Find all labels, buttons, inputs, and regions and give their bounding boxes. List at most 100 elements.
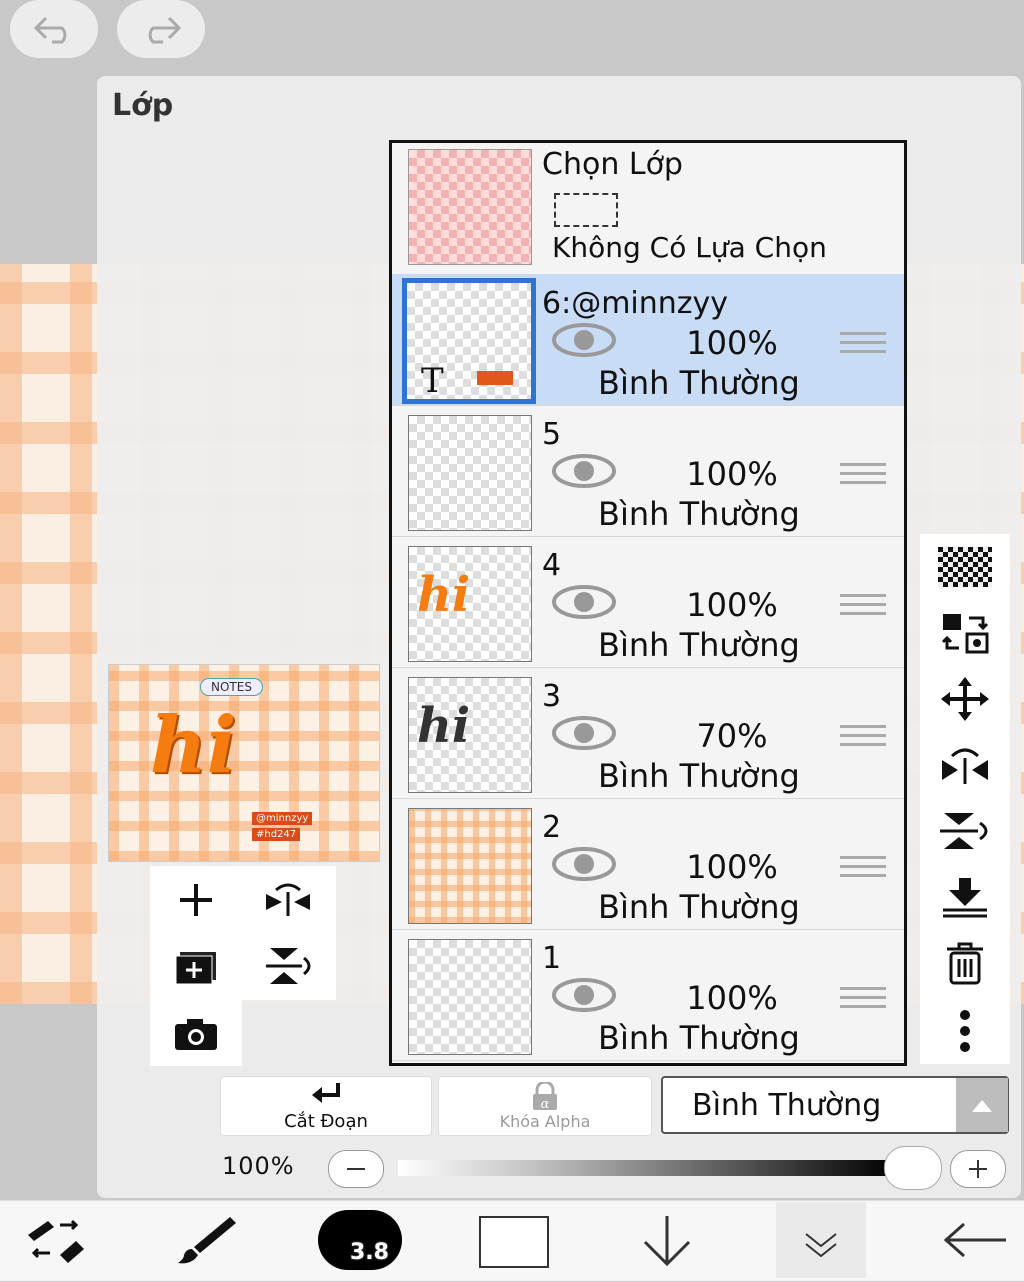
back-button[interactable] [930, 1200, 1020, 1280]
visibility-eye-icon[interactable] [552, 322, 616, 358]
more-options-button[interactable] [920, 998, 1010, 1064]
add-raster-layer-button[interactable] [158, 936, 234, 996]
transform-eraser-icon [28, 1219, 84, 1263]
drag-handle-icon[interactable] [840, 987, 886, 1009]
visibility-eye-icon[interactable] [552, 715, 616, 751]
drag-handle-icon[interactable] [840, 856, 886, 878]
expand-menu-button[interactable] [776, 1202, 866, 1278]
visibility-eye-icon[interactable] [552, 453, 616, 489]
camera-icon [175, 1019, 217, 1050]
layer-blend-mode: Bình Thường [598, 1019, 800, 1057]
flip-horizontal-button[interactable] [250, 870, 326, 930]
layer-list[interactable]: Chọn Lớp Không Có Lựa Chọn T 6:@minnzyy … [389, 140, 907, 1066]
layer-blend-mode: Bình Thường [598, 364, 800, 402]
visibility-eye-icon[interactable] [552, 584, 616, 620]
clipping-arrow-icon [312, 1082, 340, 1103]
blend-mode-value: Bình Thường [692, 1088, 882, 1123]
layer-row[interactable]: hi 4 100% Bình Thường [392, 536, 904, 668]
opacity-decrease-button[interactable] [328, 1150, 384, 1188]
layer-row[interactable]: 5 100% Bình Thường [392, 405, 904, 537]
flip-horizontal-icon [942, 748, 988, 784]
trash-icon [947, 942, 983, 985]
brush-tool-button[interactable] [160, 1200, 250, 1280]
opacity-increase-button[interactable] [950, 1150, 1006, 1188]
layer-blend-mode: Bình Thường [598, 626, 800, 664]
layer-name: 5 [542, 417, 562, 452]
blend-mode-select[interactable] [661, 1076, 1009, 1134]
preview-word: hi [150, 700, 237, 791]
add-layer-button[interactable] [158, 870, 234, 930]
flip-horizontal-button[interactable] [920, 732, 1010, 798]
add-layer-icon [175, 952, 216, 985]
opacity-slider[interactable] [398, 1160, 898, 1176]
layer-thumbnail: hi [408, 677, 532, 793]
layer-name: 1 [542, 941, 562, 976]
layer-row[interactable]: 1 100% Bình Thường [392, 929, 904, 1061]
drag-handle-icon[interactable] [840, 332, 886, 354]
camera-button[interactable] [158, 1004, 234, 1064]
layer-name: 4 [542, 548, 562, 583]
layer-actions-toolbar [920, 534, 1010, 1064]
brush-size-button[interactable] [318, 1210, 402, 1270]
selection-thumbnail [408, 149, 532, 265]
selection-row[interactable]: Chọn Lớp Không Có Lựa Chọn [392, 143, 904, 275]
layer-down-button[interactable] [622, 1200, 712, 1280]
delete-layer-button[interactable] [920, 930, 1010, 996]
preview-tag: #hd247 [252, 828, 301, 841]
alpha-lock-button[interactable]: α Khóa Alpha [438, 1076, 652, 1136]
visibility-eye-icon[interactable] [552, 977, 616, 1013]
undo-button[interactable] [10, 0, 98, 58]
lock-icon: α [533, 1081, 557, 1112]
layer-blend-mode: Bình Thường [598, 757, 800, 795]
visibility-eye-icon[interactable] [552, 846, 616, 882]
layer-opacity: 100% [686, 455, 778, 493]
selection-status: Không Có Lựa Chọn [552, 231, 827, 264]
layer-opacity: 100% [686, 586, 778, 624]
layer-name: 2 [542, 810, 562, 845]
transparency-icon [938, 547, 992, 587]
color-swatch[interactable] [479, 1216, 549, 1268]
layer-blend-mode: Bình Thường [598, 888, 800, 926]
layer-row[interactable]: T 6:@minnzyy 100% Bình Thường [392, 274, 904, 406]
svg-text:α: α [541, 1097, 550, 1112]
layer-row[interactable]: 2 100% Bình Thường [392, 798, 904, 930]
drag-handle-icon[interactable] [840, 463, 886, 485]
redo-button[interactable] [117, 0, 205, 58]
minus-icon [347, 1168, 365, 1170]
layer-opacity: 70% [696, 717, 768, 755]
layer-opacity: 100% [686, 324, 778, 362]
preview-tag: @minnzyy [252, 812, 313, 825]
more-icon [960, 1010, 970, 1052]
layer-thumbnail [408, 939, 532, 1055]
plus-icon [180, 884, 212, 916]
blend-mode-dropdown[interactable] [956, 1078, 1008, 1132]
drag-handle-icon[interactable] [840, 725, 886, 747]
text-layer-icon: T [421, 361, 444, 401]
swap-layer-button[interactable] [920, 600, 1010, 666]
layer-content-mark: hi [417, 567, 471, 623]
transparency-button[interactable] [920, 534, 1010, 600]
move-icon [941, 677, 989, 721]
drag-handle-icon[interactable] [840, 594, 886, 616]
layer-content-mark [477, 371, 513, 385]
canvas-preview[interactable] [108, 664, 380, 862]
layer-thumbnail: T [402, 278, 536, 404]
arrow-left-icon [943, 1222, 1006, 1258]
layer-row[interactable]: hi 3 70% Bình Thường [392, 667, 904, 799]
panel-title: Lớp [112, 88, 174, 123]
move-layer-button[interactable] [920, 666, 1010, 732]
flip-vertical-icon [266, 948, 311, 984]
flip-vertical-icon [940, 813, 988, 849]
layer-thumbnail [408, 415, 532, 531]
chevron-up-icon [972, 1100, 992, 1112]
brush-icon [178, 1217, 236, 1264]
flip-vertical-button[interactable] [250, 936, 326, 996]
flip-vertical-button[interactable] [920, 798, 1010, 864]
merge-down-button[interactable] [920, 864, 1010, 930]
transform-tool-button[interactable] [10, 1200, 100, 1280]
clipping-button[interactable]: Cắt Đoạn [220, 1076, 432, 1136]
arrow-down-icon [643, 1216, 691, 1267]
opacity-slider-knob[interactable] [884, 1146, 942, 1190]
alpha-lock-label: Khóa Alpha [499, 1111, 591, 1131]
clipping-label: Cắt Đoạn [284, 1110, 368, 1132]
